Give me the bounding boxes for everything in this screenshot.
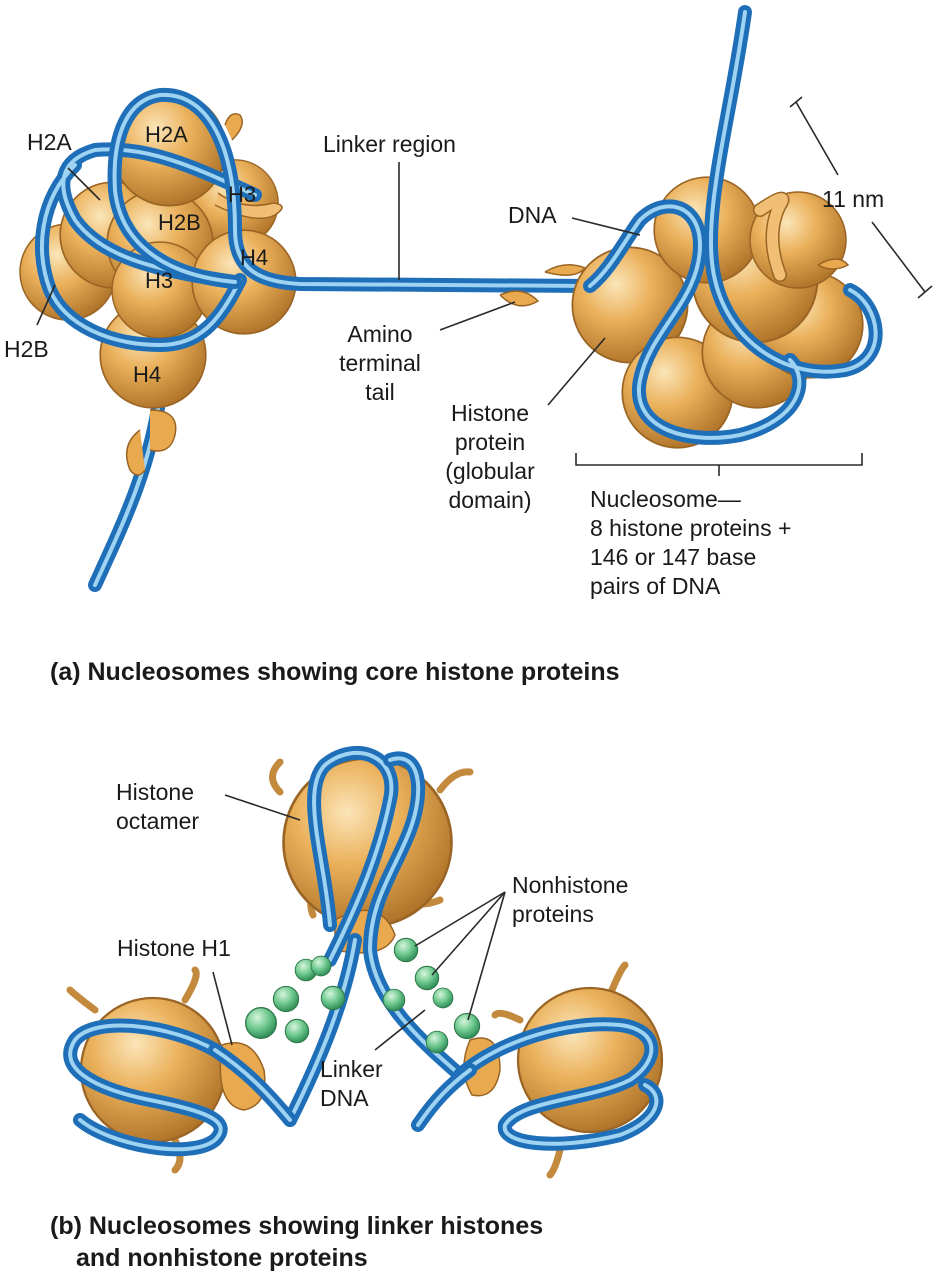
caption-panel-b: (b) Nucleosomes showing linker histones …	[50, 1210, 543, 1274]
leader-lines-a	[36, 96, 933, 476]
label-amino-terminal-tail: Amino terminal tail	[330, 320, 430, 407]
label-amino-line2: terminal	[339, 350, 421, 376]
label-nucleosome-line3: 146 or 147 base	[590, 544, 757, 570]
label-histone-line1: Histone	[451, 400, 529, 426]
dna-strand-front	[35, 87, 597, 353]
right-nucleosome	[571, 5, 883, 449]
label-octamer-line1: Histone	[116, 779, 194, 805]
label-h2a-inner: H2A	[145, 122, 188, 147]
label-histone-h1: Histone H1	[117, 935, 231, 961]
label-histone-octamer: Histone octamer	[116, 778, 226, 836]
label-size-11nm: 11 nm	[822, 186, 885, 212]
label-histone-line3: (globular	[445, 458, 535, 484]
caption-panel-a: (a) Nucleosomes showing core histone pro…	[50, 658, 620, 686]
left-bottom-nucleosome	[63, 966, 297, 1174]
label-linker-dna-line1: Linker	[320, 1056, 383, 1082]
label-nucleosome-line2: 8 histone proteins +	[590, 515, 792, 541]
label-linker-dna-line2: DNA	[320, 1085, 369, 1111]
right-bottom-nucleosome	[411, 961, 664, 1179]
panel-a-graphic	[19, 5, 933, 592]
caption-panel-b-line1: (b) Nucleosomes showing linker histones	[50, 1212, 544, 1240]
label-amino-line1: Amino	[347, 321, 413, 347]
label-histone-line2: protein	[454, 429, 526, 455]
label-octamer-line2: octamer	[116, 808, 200, 834]
leader-lines-b	[212, 794, 506, 1051]
label-h4-lower: H4	[133, 362, 162, 387]
label-nonhistone-proteins: Nonhistone proteins	[512, 871, 672, 929]
label-histone-line4: domain)	[448, 487, 532, 513]
label-nucleosome-line4: pairs of DNA	[590, 573, 721, 599]
label-h4-upper: H4	[240, 245, 269, 270]
label-amino-line3: tail	[365, 379, 395, 405]
nonhistone-proteins-right	[382, 937, 481, 1054]
label-nucleosome: Nucleosome— 8 histone proteins + 146 or …	[590, 485, 870, 601]
caption-panel-b-line2: and nonhistone proteins	[76, 1244, 368, 1272]
label-linker-region: Linker region	[323, 131, 456, 157]
label-histone-protein: Histone protein (globular domain)	[420, 399, 560, 515]
label-nonhistone-line1: Nonhistone	[512, 872, 629, 898]
panel-b-graphic	[63, 745, 664, 1179]
label-nonhistone-line2: proteins	[512, 901, 594, 927]
label-h2a-outer: H2A	[27, 129, 72, 155]
label-dna: DNA	[508, 202, 557, 228]
label-h2b-inner: H2B	[158, 210, 201, 235]
label-h3-upper: H3	[228, 182, 257, 207]
label-nucleosome-line1: Nucleosome—	[590, 486, 741, 512]
label-h3-lower: H3	[145, 268, 174, 293]
label-linker-dna: Linker DNA	[320, 1055, 410, 1113]
top-nucleosome	[269, 745, 474, 1127]
label-h2b-outer: H2B	[4, 336, 49, 362]
